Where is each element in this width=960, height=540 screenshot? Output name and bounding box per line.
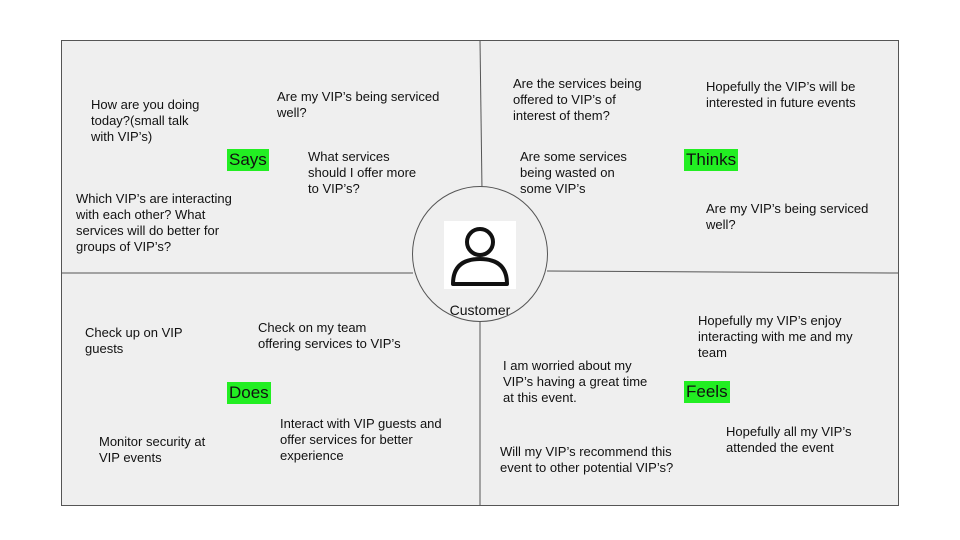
- thinks-label: Thinks: [684, 149, 739, 171]
- does-label: Does: [227, 382, 271, 404]
- does-note-check-team: Check on my team offering services to VI…: [258, 320, 401, 351]
- feels-note-worried: I am worried about my VIP’s having a gre…: [503, 358, 648, 405]
- divider-top-vertical: [479, 39, 483, 191]
- feels-note-attended: Hopefully all my VIP’s attended the even…: [726, 424, 852, 455]
- says-label: Says: [227, 149, 269, 171]
- divider-right-horizontal: [546, 270, 900, 274]
- does-note-security: Monitor security at VIP events: [99, 434, 206, 465]
- says-note-interacting: Which VIP’s are interacting with each ot…: [76, 191, 232, 254]
- does-note-interact: Interact with VIP guests and offer servi…: [280, 416, 442, 463]
- feels-label: Feels: [684, 381, 730, 403]
- does-note-check-up: Check up on VIP guests: [85, 325, 183, 356]
- thinks-note-future-events: Hopefully the VIP’s will be interested i…: [706, 79, 856, 110]
- person-icon: [444, 221, 516, 289]
- says-note-services-offer: What services should I offer more to VIP…: [308, 149, 417, 196]
- customer-label: Customer: [449, 302, 511, 318]
- says-note-small-talk: How are you doing today?(small talk with…: [91, 97, 200, 144]
- feels-note-recommend: Will my VIP’s recommend this event to ot…: [500, 444, 674, 475]
- feels-note-enjoy: Hopefully my VIP’s enjoy interacting wit…: [698, 313, 853, 360]
- thinks-note-wasted: Are some services being wasted on some V…: [520, 149, 627, 196]
- says-note-serviced-well: Are my VIP’s being serviced well?: [277, 89, 440, 120]
- thinks-note-serviced-well: Are my VIP’s being serviced well?: [706, 201, 869, 232]
- thinks-note-services-interest: Are the services being offered to VIP’s …: [513, 76, 642, 123]
